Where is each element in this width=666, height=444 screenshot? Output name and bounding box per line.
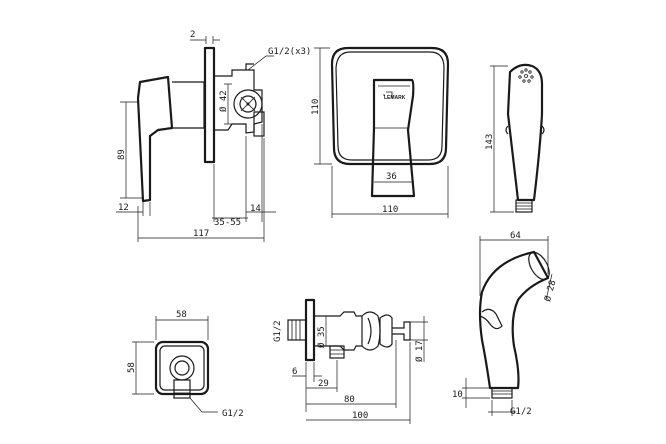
brand-logo: LEMARK <box>384 95 406 101</box>
dim-6-label: 6 <box>292 367 297 377</box>
sprayer-front-view <box>505 63 545 213</box>
sprayer-front-dimensions: 143 <box>485 65 514 213</box>
dim-g12x3-label: G1/2(x3) <box>268 47 311 57</box>
dim-100-label: 100 <box>352 411 368 421</box>
dim-58w-label: 58 <box>176 310 187 320</box>
sprayer-side-dimensions: 64 Ø 28 10 G1/2 <box>452 231 559 417</box>
flange-front-view <box>154 340 210 399</box>
dim-64-label: 64 <box>510 231 521 241</box>
dim-89-label: 89 <box>117 149 127 160</box>
g12-sprayer-label: G1/2 <box>510 407 532 417</box>
dim-35-55-label: 35-55 <box>214 218 241 228</box>
mixer-front-view: LEMARK <box>330 46 450 198</box>
g12-flange-label: G1/2 <box>222 409 244 419</box>
dim-58h-label: 58 <box>127 362 137 373</box>
dim-110w-label: 110 <box>382 205 398 215</box>
dim-80-label: 80 <box>344 395 355 405</box>
dim-d42-label: Ø 42 <box>218 90 229 112</box>
dim-36-label: 36 <box>386 172 397 182</box>
dim-2-label: 2 <box>190 30 195 40</box>
g12-valve-label: G1/2 <box>273 320 283 342</box>
dim-29-label: 29 <box>318 379 329 389</box>
dim-d28-label: Ø 28 <box>542 279 558 303</box>
dim-12-label: 12 <box>118 203 129 213</box>
dim-14-label: 14 <box>250 204 261 214</box>
dim-d35-label: Ø 35 <box>316 326 327 348</box>
dim-117-label: 117 <box>193 229 209 239</box>
dim-143-label: 143 <box>485 134 495 150</box>
dim-110h-label: 110 <box>311 99 321 115</box>
sprayer-side-view <box>478 250 550 399</box>
valve-side-view <box>287 298 411 362</box>
valve-side-dimensions: G1/2 Ø 35 Ø 17 6 29 80 100 <box>273 316 428 424</box>
flange-front-dimensions: 58 58 G1/2 <box>127 310 244 419</box>
dim-10-label: 10 <box>452 390 463 400</box>
mixer-side-dimensions: 2 G1/2(x3) Ø 42 89 12 35-55 14 117 <box>116 30 311 242</box>
mixer-front-dimensions: 110 36 110 <box>311 47 449 218</box>
dim-d17-label: Ø 17 <box>414 340 425 362</box>
mixer-side-view <box>136 46 265 203</box>
